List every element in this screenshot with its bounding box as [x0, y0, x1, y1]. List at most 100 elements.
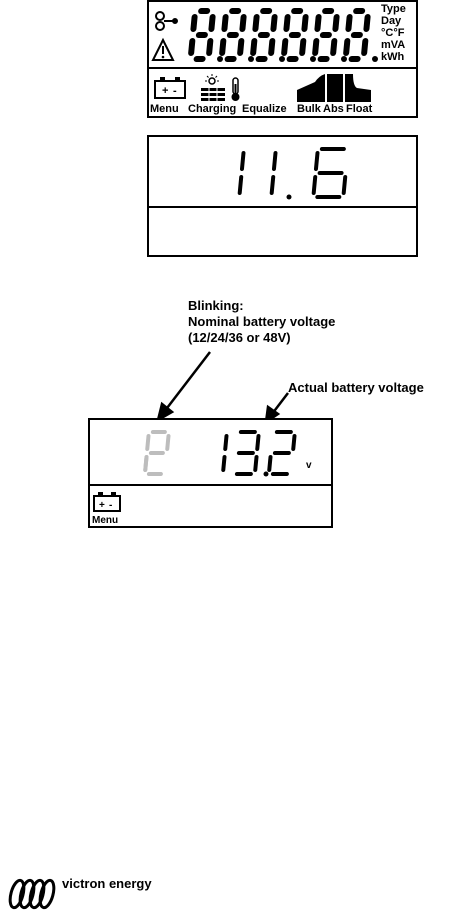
lcd-digit-segment-a	[198, 8, 211, 14]
lcd-digit-segment-f	[221, 14, 229, 32]
solar-panel-icon	[201, 74, 225, 102]
lcd-digit	[237, 151, 246, 195]
lcd-digit-group	[188, 8, 378, 62]
lcd-decimal-point	[248, 56, 254, 62]
lcd-digit	[188, 8, 216, 62]
lcd-digit-segment-a	[260, 8, 273, 14]
lcd-digit-segment-g	[317, 171, 344, 175]
lcd-actual-digit-segment-b	[255, 434, 261, 451]
lcd-digit-segment-g	[226, 32, 239, 38]
lcd-digit	[343, 8, 371, 62]
link-icon	[155, 11, 178, 31]
lcd-nominal-digit-segment-b	[145, 434, 151, 451]
lcd-digit-segment-c	[237, 38, 245, 56]
unit-volts: v	[306, 460, 312, 471]
lcd-actual-digit	[221, 434, 229, 472]
lcd-decimal-point	[341, 56, 347, 62]
lcd-digit-segment-a	[229, 8, 242, 14]
lcd-digit-segment-b	[270, 14, 278, 32]
lcd-decimal-point	[372, 56, 378, 62]
lcd-actual-digit	[267, 430, 297, 476]
lcd-digit-segment-a	[319, 147, 346, 151]
lcd-digit-segment-g	[350, 32, 363, 38]
lcd-actual-digit-segment-a	[274, 430, 293, 434]
lcd-nominal-digit-segment-g	[148, 451, 165, 455]
lcd-digit-segment-c	[341, 175, 348, 195]
lcd-digit-segment-e	[219, 38, 227, 56]
lcd-digit-segment-d	[193, 56, 206, 62]
lcd-actual-digit-segment-b	[223, 434, 229, 451]
lcd-digit-segment-c	[206, 38, 214, 56]
lcd-nominal-voltage-digits	[143, 430, 171, 476]
lcd-all-segments-display: + - Type	[147, 0, 418, 118]
lcd-digit-segment-f	[345, 14, 353, 32]
arrow-to-actual	[271, 392, 289, 415]
lcd-actual-digit-segment-g	[272, 451, 291, 455]
svg-text:-: -	[173, 85, 177, 97]
lcd-digit	[312, 8, 340, 62]
lcd-digit-segment-b	[239, 151, 246, 171]
battery-icon: + -	[154, 77, 186, 99]
lcd-actual-digit-segment-b	[291, 434, 297, 451]
lcd-decimal-point	[263, 471, 269, 477]
lcd-digit-segment-d	[317, 56, 330, 62]
lcd-nominal-digit-segment-d	[146, 472, 163, 476]
lcd-decimal-point	[279, 56, 285, 62]
lcd-digit-segment-a	[291, 8, 304, 14]
lcd-digit-segment-b	[208, 14, 216, 32]
annotation-actual-voltage: Actual battery voltage	[288, 380, 424, 395]
lcd-decimal-point	[217, 56, 223, 62]
warning-icon	[151, 37, 175, 61]
annotation-nominal-options: (12/24/36 or 48V)	[188, 330, 291, 345]
lcd-digit-segment-b	[271, 151, 278, 171]
unit-kwh: kWh	[381, 51, 405, 63]
lcd-digit-segment-d	[348, 56, 361, 62]
lcd-digit-segment-g	[257, 32, 270, 38]
lcd-digit-segment-e	[250, 38, 258, 56]
lcd-digit-segment-g	[288, 32, 301, 38]
label-menu: Menu	[150, 103, 179, 115]
lcd-digit-segment-c	[269, 175, 276, 195]
lcd-nominal-digit	[143, 430, 171, 476]
lcd-actual-voltage-digits	[221, 430, 297, 477]
lcd-digit	[281, 8, 309, 62]
label-bulk: Bulk	[297, 103, 321, 115]
svg-text:+: +	[162, 85, 168, 97]
lcd-digit-segment-d	[224, 56, 237, 62]
lcd-digit-segment-b	[363, 14, 371, 32]
victron-logo-icon	[8, 878, 56, 910]
lcd-digit-segment-b	[332, 14, 340, 32]
lcd-digit-segment-e	[281, 38, 289, 56]
lcd-digit-segment-f	[252, 14, 260, 32]
lcd-digit	[219, 8, 247, 62]
lcd-decimal-point	[310, 56, 316, 62]
lcd-digit-segment-c	[268, 38, 276, 56]
lcd-battery-voltage-display: + - v Menu	[88, 418, 333, 528]
label-menu: Menu	[92, 515, 119, 526]
lcd-nominal-digit-segment-a	[150, 430, 167, 434]
lcd-actual-digit-segment-a	[238, 430, 257, 434]
lcd-digit-segment-e	[188, 38, 196, 56]
lcd-digit-segment-e	[311, 175, 318, 195]
lcd-digit-segment-b	[239, 14, 247, 32]
lcd-digit-segment-f	[313, 151, 320, 171]
lcd-decimal-point	[286, 194, 292, 200]
lcd-digit-segment-a	[322, 8, 335, 14]
unit-mva: mVA	[381, 39, 406, 51]
thermometer-icon	[231, 77, 240, 101]
annotation-blinking-title: Blinking:	[188, 298, 244, 313]
lcd-digit-segment-c	[299, 38, 307, 56]
arrow-to-nominal	[163, 351, 211, 413]
lcd-digit-segment-f	[314, 14, 322, 32]
battery-icon: + -	[93, 492, 121, 512]
lcd-digit-segment-c	[330, 38, 338, 56]
lcd-digit-segment-d	[286, 56, 299, 62]
lcd-digit-segment-a	[353, 8, 366, 14]
label-equalize: Equalize	[242, 103, 287, 115]
lcd-actual-digit-segment-d	[270, 472, 289, 476]
unit-type: Type	[381, 3, 406, 15]
lcd-nominal-digit-segment-e	[143, 455, 149, 472]
brand-name: victron energy	[62, 876, 152, 891]
charge-stage-bargraph	[297, 74, 371, 102]
label-abs: Abs	[323, 103, 344, 115]
